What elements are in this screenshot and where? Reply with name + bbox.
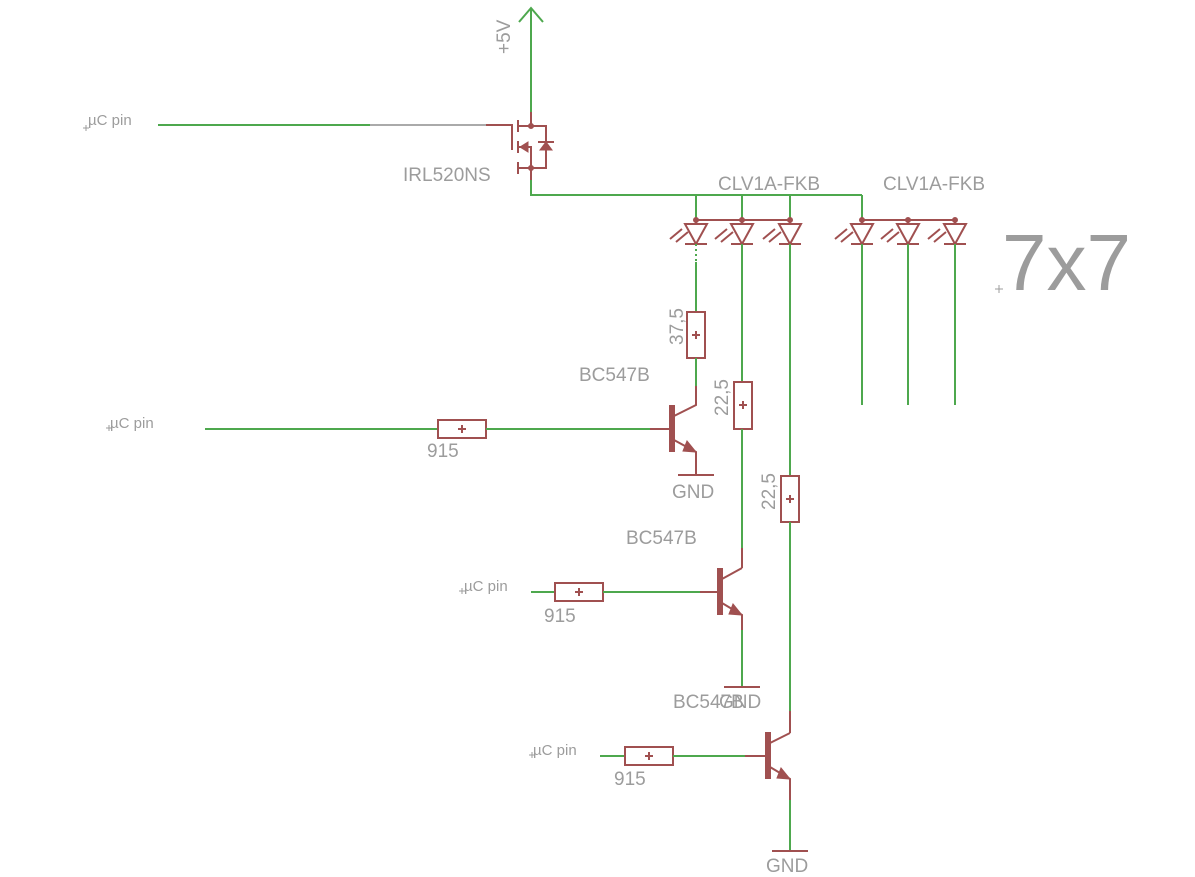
r-22a-label: 22,5 xyxy=(712,379,733,416)
matrix-label: 7x7 xyxy=(1002,218,1131,307)
transistor-2: BC547B 915 GND xyxy=(531,528,761,713)
t2-label: BC547B xyxy=(626,528,697,549)
column-3: 22,5 xyxy=(759,244,800,733)
mosfet-label: IRL520NS xyxy=(403,165,491,186)
uc-pin-1-label: µC pin xyxy=(88,112,132,129)
mosfet: IRL520NS xyxy=(158,112,862,196)
r-37-label: 37,5 xyxy=(667,308,688,345)
r-base-2-label: 915 xyxy=(544,606,576,627)
gnd-2-label: GND xyxy=(719,692,761,713)
gnd-1-label: GND xyxy=(672,482,714,503)
t3-label: BC547B xyxy=(673,692,744,713)
led-group-1-label: CLV1A-FKB xyxy=(718,174,820,195)
uc-pin-3: µC pin xyxy=(459,578,508,595)
uc-pin-1: µC pin xyxy=(83,112,132,131)
r-base-1-label: 915 xyxy=(427,441,459,462)
uc-pin-3-label: µC pin xyxy=(464,578,508,595)
supply-symbol: +5V xyxy=(494,6,544,112)
r-22b-label: 22,5 xyxy=(759,473,780,510)
led-group-2-label: CLV1A-FKB xyxy=(883,174,985,195)
transistor-3: BC547B 915 GND xyxy=(600,692,808,877)
led-group-2: CLV1A-FKB xyxy=(834,174,985,405)
uc-pin-2-label: µC pin xyxy=(110,415,154,432)
uc-pin-4-label: µC pin xyxy=(533,742,577,759)
gnd-3-label: GND xyxy=(766,856,808,877)
column-1: 37,5 xyxy=(667,244,706,386)
matrix-label-group: 7x7 xyxy=(995,218,1131,307)
uc-pin-2: µC pin xyxy=(106,415,154,432)
transistor-1: BC547B 915 GND xyxy=(205,365,714,503)
uc-pin-4: µC pin xyxy=(529,742,577,759)
t1-label: BC547B xyxy=(579,365,650,386)
r-base-3-label: 915 xyxy=(614,769,646,790)
column-2: 22,5 xyxy=(712,244,753,568)
supply-label: +5V xyxy=(494,19,515,54)
led-group-1: CLV1A-FKB xyxy=(669,174,820,247)
